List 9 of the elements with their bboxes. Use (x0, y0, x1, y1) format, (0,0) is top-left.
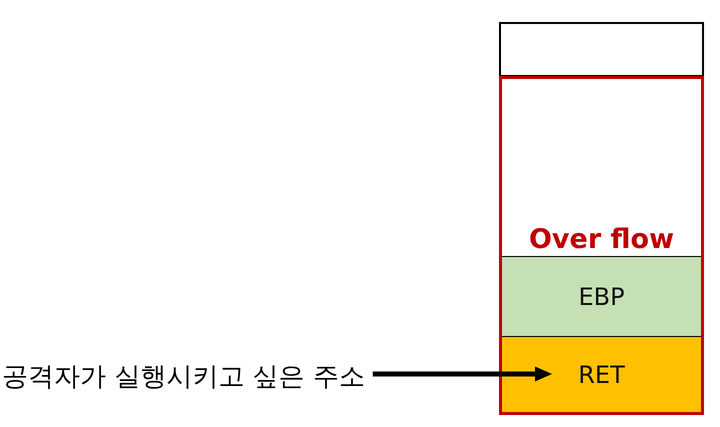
address-label: 공격자가 실행시키고 싶은 주소 (2, 361, 365, 393)
region-label: Over flow (528, 225, 674, 255)
slot-label: EBP (578, 282, 625, 310)
slot-label: RET (578, 360, 625, 388)
stack-slot-box (502, 256, 701, 336)
overflow-region-box (499, 76, 704, 415)
stack-slot-box (499, 22, 704, 77)
arrow (372, 366, 552, 382)
stack-slot-box (502, 336, 701, 412)
